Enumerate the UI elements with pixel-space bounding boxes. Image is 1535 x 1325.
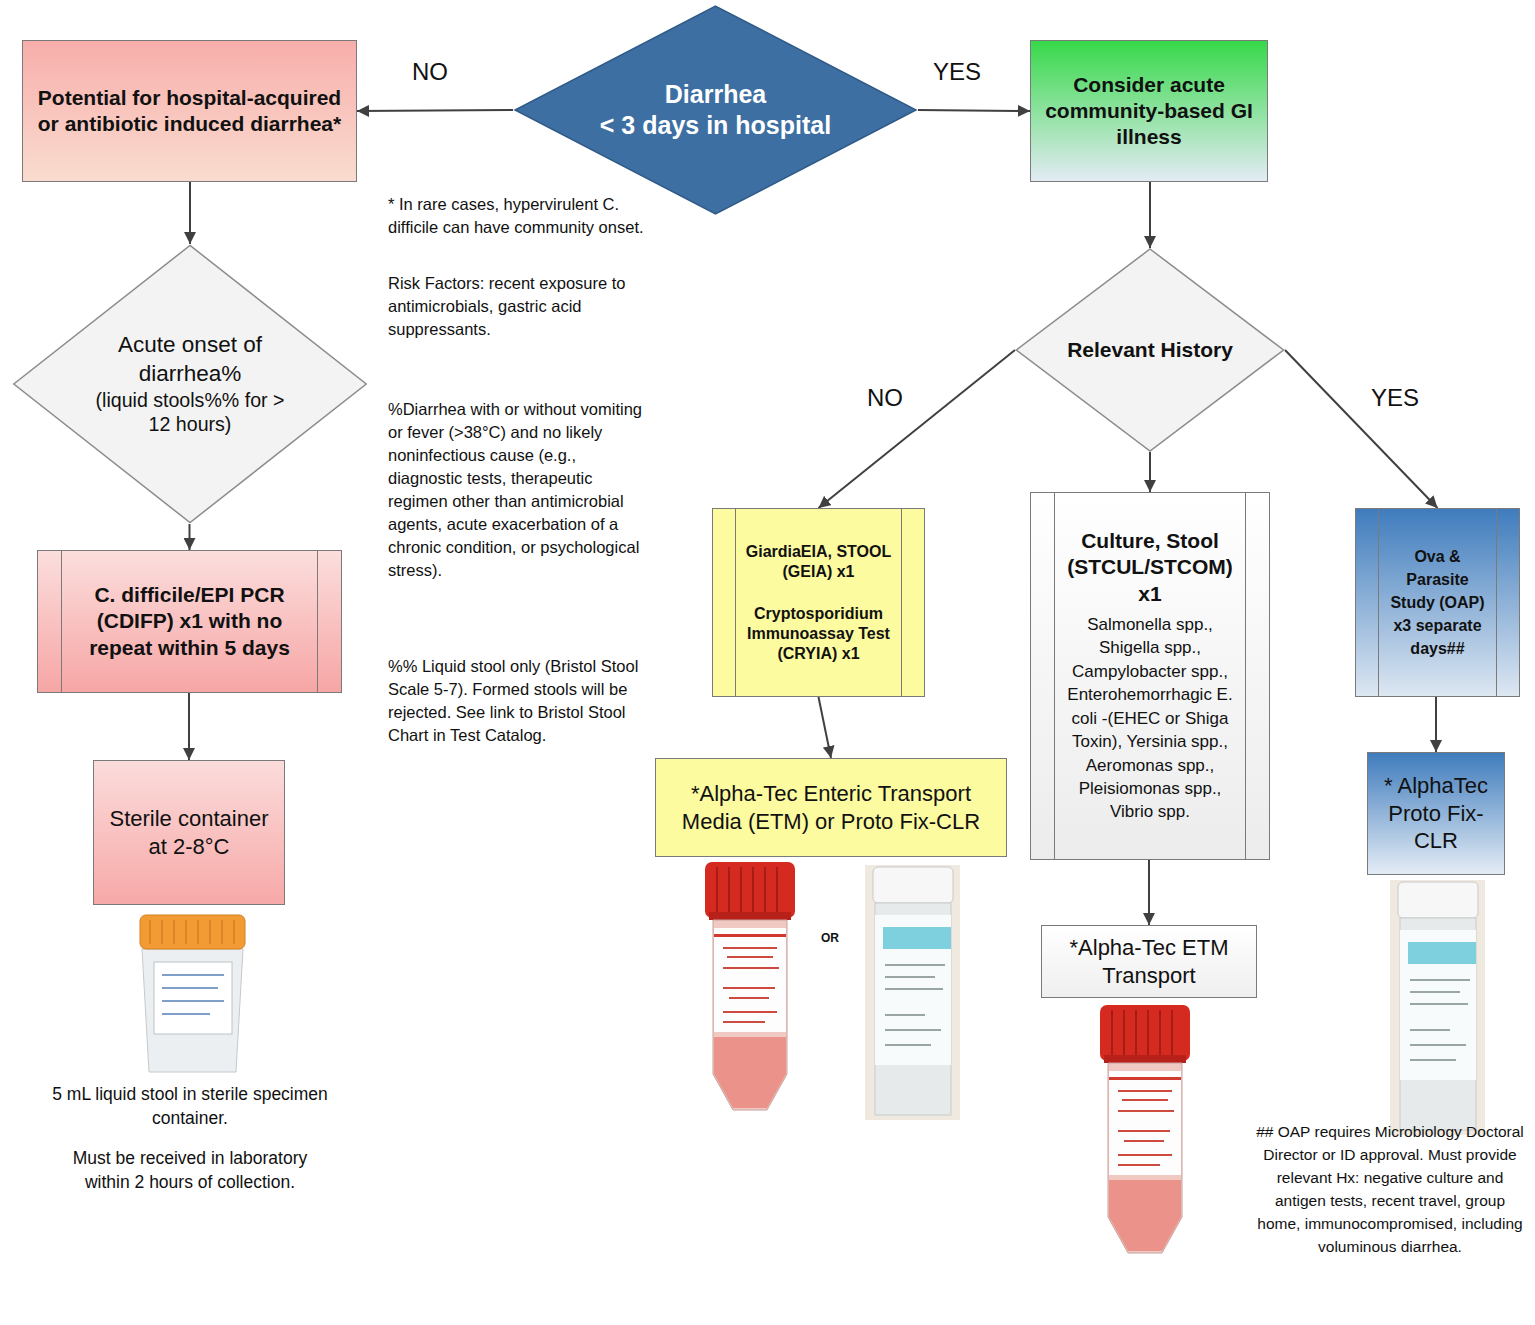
node-text: < 3 days in hospital <box>566 110 866 141</box>
node-text: Salmonella spp., Shigella spp., Campylob… <box>1061 613 1239 824</box>
diamond-shape <box>1016 249 1283 451</box>
branch-label: NO <box>863 384 907 413</box>
flow-arrow <box>1148 860 1150 925</box>
node-text: Consider acute community-based GI illnes… <box>1043 72 1255 151</box>
flow-arrow <box>819 697 832 758</box>
process-box: *Alpha-Tec Enteric Transport Media (ETM)… <box>655 758 1007 857</box>
flow-arrow <box>918 110 1030 111</box>
flow-arrow <box>1285 350 1438 508</box>
flow-arrow <box>189 524 191 550</box>
specimen-cup <box>142 949 243 1072</box>
specimen-cup <box>162 975 224 1014</box>
specimen-cup <box>140 915 245 949</box>
note-text: * In rare cases, hypervirulent C. diffic… <box>388 193 646 239</box>
process-box: Ova & Parasite Study (OAP) x3 separate d… <box>1355 508 1520 697</box>
diamond-outline <box>513 5 918 215</box>
note-text: Risk Factors: recent exposure to antimic… <box>388 272 646 341</box>
flow-arrow <box>1435 697 1437 752</box>
node-text: C. difficile/EPI PCR (CDIFP) x1 with no … <box>68 582 311 661</box>
node-text: Cryptosporidium Immunoassay Test (CRYIA)… <box>742 604 895 664</box>
protofix-tube <box>865 865 960 1120</box>
process-box: GiardiaEIA, STOOL (GEIA) x1 Cryptosporidi… <box>712 508 925 697</box>
note-text: %% Liquid stool only (Bristol Stool Scal… <box>388 655 646 747</box>
node-text: Diarrhea <box>566 79 866 110</box>
process-box: Consider acute community-based GI illnes… <box>1030 40 1268 182</box>
process-box: *Alpha-Tec ETM Transport <box>1041 925 1257 998</box>
branch-label: NO <box>408 58 452 87</box>
protofix-tube <box>1390 880 1485 1135</box>
diamond-text-area: Diarrhea< 3 days in hospital <box>566 79 866 142</box>
flow-arrow <box>1149 452 1151 492</box>
node-text: GiardiaEIA, STOOL (GEIA) x1 <box>742 542 895 582</box>
diamond-shape <box>14 245 366 522</box>
node-text: Relevant History <box>1035 337 1265 363</box>
note-text: OR <box>805 930 855 946</box>
node-text: Acute onset of diarrhea% <box>90 331 290 387</box>
node-text: * AlphaTec Proto Fix-CLR <box>1380 772 1492 855</box>
diamond-shape <box>515 6 916 214</box>
diamond-text-area: Acute onset of diarrhea%(liquid stools%%… <box>90 331 290 436</box>
flow-arrow <box>819 350 1016 508</box>
diamond-text-area: Relevant History <box>1035 337 1265 363</box>
node-text: Culture, Stool (STCUL/STCOM) x1 <box>1061 528 1239 607</box>
process-bar <box>735 509 902 696</box>
flow-arrow <box>357 110 513 111</box>
flow-arrow <box>189 182 191 244</box>
note-text: %Diarrhea with or without vomiting or fe… <box>388 398 646 582</box>
flow-arrow <box>1149 182 1151 248</box>
decision-diamond: Acute onset of diarrhea%(liquid stools%%… <box>12 244 368 524</box>
note-text: 5 mL liquid stool in sterile specimen co… <box>45 1082 335 1130</box>
process-box: * AlphaTec Proto Fix-CLR <box>1367 752 1505 875</box>
process-box: Sterile container at 2-8°C <box>93 760 285 905</box>
flow-arrow <box>188 693 190 760</box>
node-text: Potential for hospital-acquired or antib… <box>35 85 344 138</box>
decision-diamond: Relevant History <box>1015 248 1285 452</box>
note-text: Must be received in laboratory within 2 … <box>60 1146 320 1194</box>
process-box: Culture, Stool (STCUL/STCOM) x1Salmonell… <box>1030 492 1270 860</box>
branch-label: YES <box>929 58 985 87</box>
etm-tube <box>705 862 795 1110</box>
decision-diamond: Diarrhea< 3 days in hospital <box>513 5 918 215</box>
specimen-cup <box>154 962 232 1034</box>
process-box: C. difficile/EPI PCR (CDIFP) x1 with no … <box>37 550 342 693</box>
process-box: Potential for hospital-acquired or antib… <box>22 40 357 182</box>
node-text: (liquid stools%% for > 12 hours) <box>90 388 290 437</box>
node-text: Sterile container at 2-8°C <box>106 805 272 860</box>
node-text: *Alpha-Tec Enteric Transport Media (ETM)… <box>668 780 994 835</box>
node-text: Ova & Parasite Study (OAP) x3 separate d… <box>1385 545 1490 661</box>
node-text: *Alpha-Tec ETM Transport <box>1054 934 1244 989</box>
specimen-cup <box>150 920 234 944</box>
etm-tube <box>1100 1005 1190 1253</box>
specimen-cup <box>140 915 245 1072</box>
branch-label: YES <box>1367 384 1423 413</box>
note-text: ## OAP requires Microbiology Doctoral Di… <box>1252 1120 1528 1258</box>
